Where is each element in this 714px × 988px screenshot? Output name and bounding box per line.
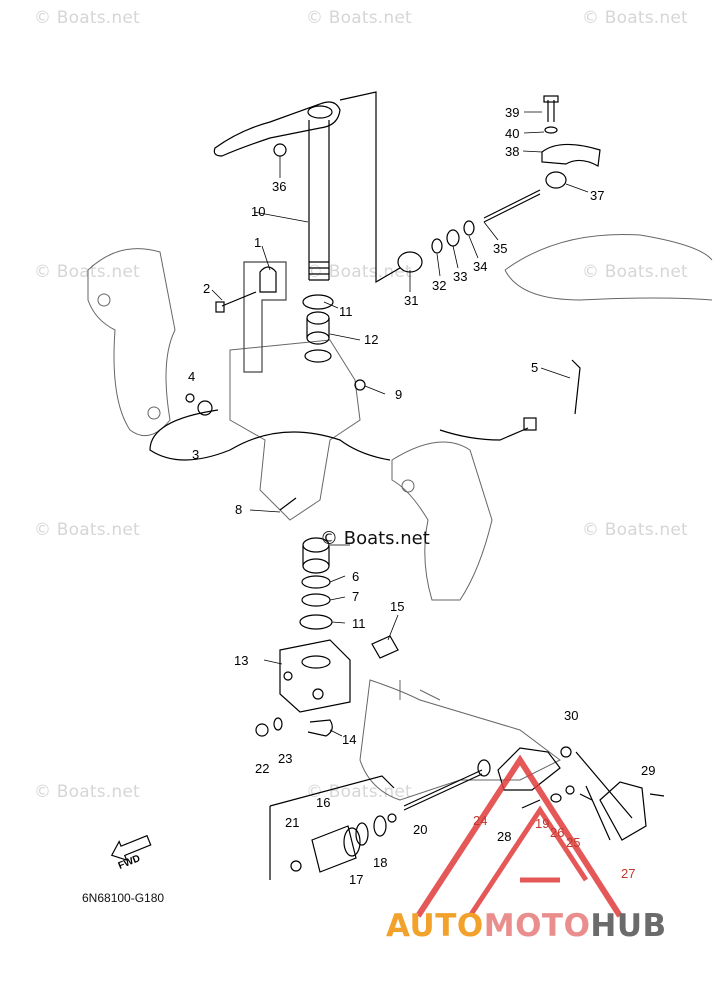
callout-22: 22 <box>255 761 270 776</box>
transom-contour <box>504 233 713 301</box>
callout-7: 7 <box>352 589 360 604</box>
steering-arm <box>213 101 341 157</box>
callout-6: 6 <box>352 569 360 584</box>
leader-lines <box>211 111 589 737</box>
watermark: © Boats.net <box>582 520 688 540</box>
diagram-code: 6N68100-G180 <box>82 891 165 905</box>
callout-40: 40 <box>505 126 520 141</box>
center-watermark: © Boats.net <box>320 528 430 549</box>
callout-11-lower: 11 <box>352 616 366 631</box>
swivel-casing <box>229 339 361 521</box>
callout-32: 32 <box>432 278 447 293</box>
watermark: © Boats.net <box>34 782 140 802</box>
callout-27: 27 <box>621 866 636 881</box>
callout-16: 16 <box>316 795 331 810</box>
callout-12: 12 <box>364 332 379 347</box>
callout-31: 31 <box>404 293 419 308</box>
callout-35: 35 <box>493 241 508 256</box>
watermark: © Boats.net <box>582 262 688 282</box>
callout-17: 17 <box>349 872 364 887</box>
callout-29: 29 <box>641 763 656 778</box>
callout-5: 5 <box>531 360 539 375</box>
callout-13: 13 <box>234 653 249 668</box>
lower-mount-bracket <box>279 639 351 713</box>
brand-wordmark: AUTOMOTOHUB <box>386 908 667 944</box>
lower-cover <box>599 781 647 841</box>
callout-18: 18 <box>373 855 388 870</box>
callout-24: 24 <box>473 813 488 828</box>
callout-23: 23 <box>278 751 293 766</box>
watermark: © Boats.net <box>582 8 688 28</box>
callout-1: 1 <box>254 235 262 250</box>
watermark: © Boats.net <box>34 262 140 282</box>
callout-26: 26 <box>550 825 565 840</box>
watermark: © Boats.net <box>34 8 140 28</box>
callout-25: 25 <box>566 835 581 850</box>
callout-37: 37 <box>590 188 605 203</box>
wire-harness <box>149 409 529 461</box>
callout-28: 28 <box>497 829 512 844</box>
callout-4: 4 <box>188 369 196 384</box>
callout-19: 19 <box>535 816 550 831</box>
swivel-bracket-right <box>391 441 493 601</box>
watermark: © Boats.net <box>34 520 140 540</box>
callout-30: 30 <box>564 708 579 723</box>
automotohub-logo <box>415 754 623 918</box>
brand-part-3: HUB <box>590 908 667 944</box>
brand-part-1: AUTO <box>386 908 484 944</box>
fwd-arrow-icon <box>110 834 152 862</box>
callout-21: 21 <box>285 815 300 830</box>
callout-3: 3 <box>192 447 200 462</box>
callout-15: 15 <box>390 599 405 614</box>
callout-2: 2 <box>203 281 211 296</box>
watermark: © Boats.net <box>306 782 412 802</box>
callout-39: 39 <box>505 105 520 120</box>
callout-11-upper: 11 <box>339 304 353 319</box>
brand-part-2: MOTO <box>483 908 591 944</box>
swivel-bracket-left <box>87 248 176 437</box>
steering-shaft <box>308 120 330 280</box>
callout-36: 36 <box>272 179 287 194</box>
callout-14: 14 <box>342 732 357 747</box>
rubber-mount <box>311 825 357 873</box>
callout-9: 9 <box>395 387 403 402</box>
callout-34: 34 <box>473 259 488 274</box>
callout-38: 38 <box>505 144 520 159</box>
callout-20: 20 <box>413 822 428 837</box>
callout-33: 33 <box>453 269 468 284</box>
lower-casing <box>359 679 561 801</box>
callout-10: 10 <box>251 204 266 219</box>
watermark: © Boats.net <box>306 8 412 28</box>
callout-8: 8 <box>235 502 243 517</box>
